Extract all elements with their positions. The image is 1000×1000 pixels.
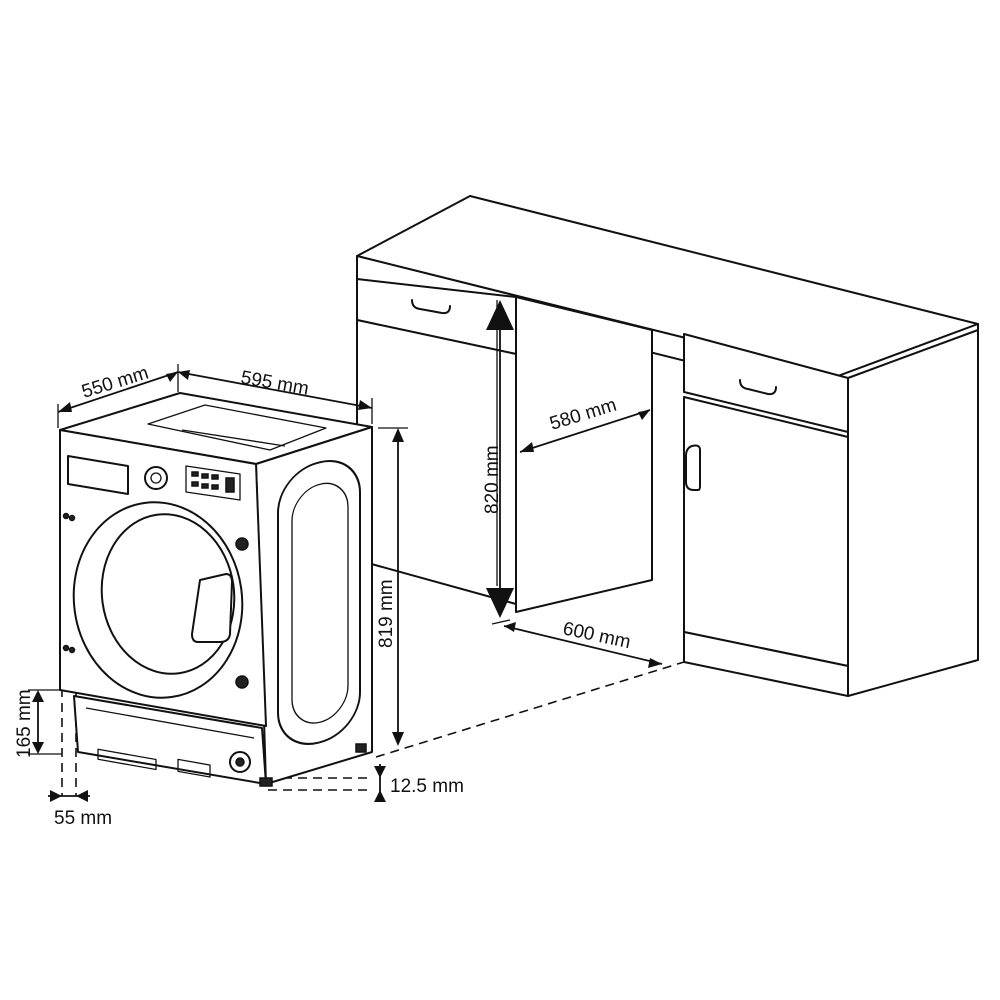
niche-back-wall	[515, 296, 653, 613]
right-drawer-front	[683, 333, 849, 433]
hinge-top-icon	[235, 537, 249, 551]
right-door-handle	[685, 444, 701, 491]
mount-holes	[62, 512, 76, 654]
side-panel-outer	[277, 459, 361, 745]
plinth-height-label: 165 mm	[14, 689, 35, 758]
detergent-drawer	[67, 455, 129, 495]
machine-top-panel	[147, 404, 327, 451]
foot-back-right	[355, 743, 367, 753]
right-cabinet	[683, 329, 979, 697]
hinge-bottom-icon	[235, 675, 249, 689]
door-handle	[191, 573, 233, 643]
display-buttons	[191, 471, 235, 493]
base-slot-left	[97, 748, 157, 771]
right-drawer-handle	[739, 379, 777, 396]
dimension-lines	[28, 300, 663, 802]
right-cabinet-plinth	[683, 631, 849, 697]
machine-width-label: 595 mm	[239, 367, 310, 400]
left-drawer-handle	[411, 299, 451, 315]
machine-height-label: 819 mm	[376, 579, 397, 648]
kitchen-cabinet	[356, 195, 979, 697]
plinth-setback-label: 55 mm	[54, 808, 112, 829]
base-slot-right	[177, 758, 211, 778]
right-cabinet-side	[847, 329, 979, 697]
foot-adjust-label: 12.5 mm	[390, 776, 464, 797]
foot-front-right	[259, 777, 273, 787]
machine-depth-label: 550 mm	[79, 363, 151, 403]
floor-guides	[61, 661, 685, 796]
side-panel-inner	[291, 482, 349, 724]
display-panel	[185, 465, 241, 501]
niche-height-label: 820 mm	[482, 445, 503, 514]
right-cabinet-door	[683, 396, 849, 667]
program-knob-icon	[144, 466, 168, 490]
washing-machine	[59, 392, 373, 787]
